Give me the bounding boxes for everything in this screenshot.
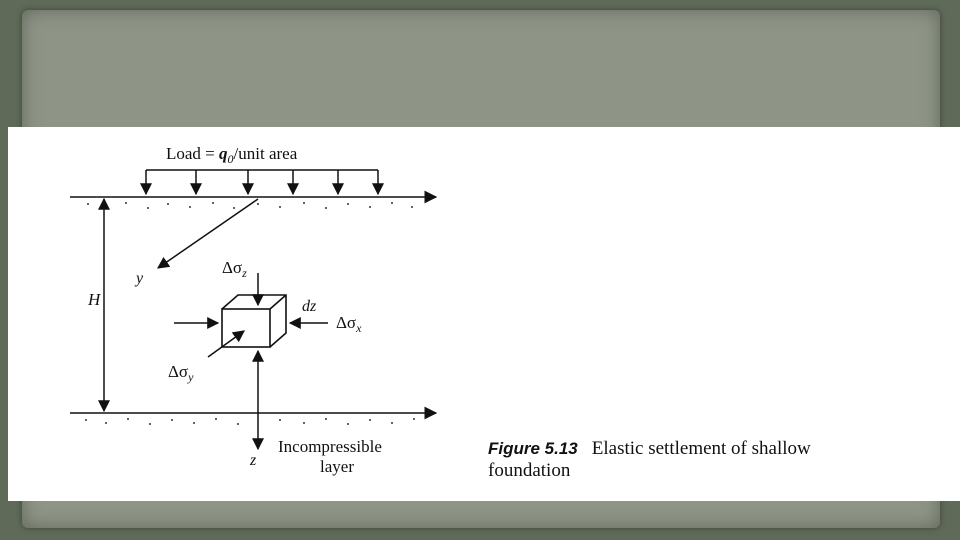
caption-text-line1: Elastic settlement of shallow — [591, 438, 811, 459]
delta-sigma-y-arrow — [207, 330, 245, 358]
figure-caption: Figure 5.13 Elastic settlement of shallow… — [488, 438, 948, 482]
y-axis-label: y — [134, 270, 144, 287]
incompressible-label-line1: Incompressible — [278, 437, 382, 456]
height-label: H — [87, 290, 102, 309]
incompressible-layer-hatch — [85, 418, 415, 425]
figure-panel: Load = q0/unit area — [8, 127, 960, 501]
delta-sigma-x-label: Δσx — [336, 313, 362, 335]
soil-element-cube — [221, 294, 287, 348]
settlement-diagram: Load = q0/unit area — [70, 144, 438, 476]
load-arrows — [140, 170, 384, 196]
delta-sigma-y-label: Δσy — [168, 362, 194, 384]
dz-label: dz — [302, 298, 317, 315]
y-axis-arrow — [157, 198, 259, 269]
load-label: Load = q0/unit area — [166, 144, 298, 166]
caption-text-line2: foundation — [488, 460, 571, 481]
delta-sigma-z-label: Δσz — [222, 258, 247, 280]
z-axis-label: z — [249, 452, 257, 469]
ground-surface-hatch — [87, 202, 413, 209]
figure-number: Figure 5.13 — [488, 439, 578, 458]
incompressible-label-line2: layer — [320, 457, 354, 476]
